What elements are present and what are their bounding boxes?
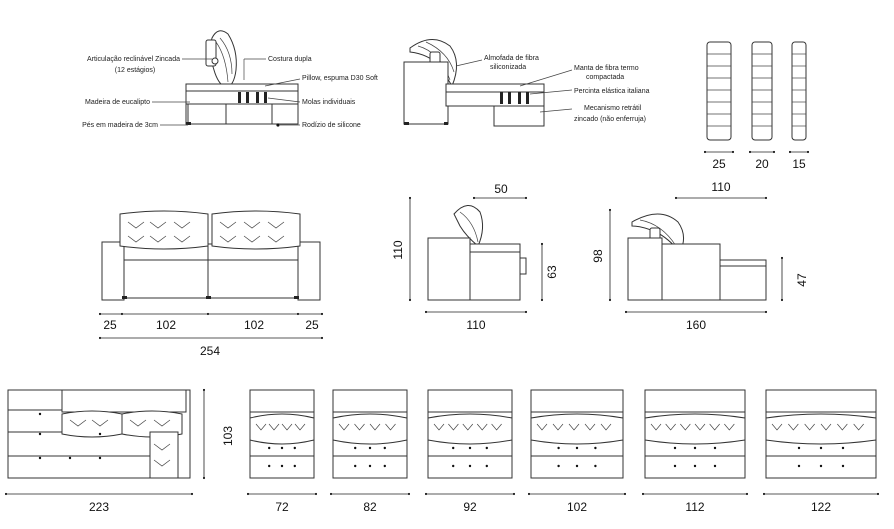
annotation-pillow: Pillow, espuma D30 Soft [302,75,378,82]
module-6: 122 [762,389,880,514]
annotation-manta: Manta de fibra termo [574,65,639,72]
front-total: 254 [200,344,220,358]
module-row: 72 82 92 102 112 122 [246,389,880,514]
cushion-profiles: 25 20 15 [703,41,810,171]
ext-depth: 160 [686,318,706,332]
annotation-pes: Pés em madeira de 3cm [82,122,158,129]
front-seg-3: 102 [244,318,264,332]
side-view: 110 50 63 110 [391,182,559,332]
top-depth: 103 [221,426,235,446]
annotation-percinta: Percinta elástica italiana [574,88,650,95]
module-width-2: 82 [363,500,377,514]
module-5: 112 [641,389,749,514]
top-width: 223 [89,500,109,514]
module-3: 92 [424,389,516,514]
annotated-section-view: Articulação reclinável Zincada (12 estág… [82,30,378,129]
ext-seat: 47 [795,273,809,287]
side-seat-height: 63 [545,265,559,279]
module-4: 102 [527,389,627,514]
front-seg-4: 25 [305,318,319,332]
reclined-section-view: Almofada de fibra siliconizada Manta de … [403,39,650,127]
top-view: 103 223 [4,388,235,514]
module-width-5: 112 [685,500,704,514]
ext-height: 98 [591,249,605,263]
annotation-estagios: (12 estágios) [115,67,155,74]
annotation-almofada: Almofada de fibra [484,55,539,62]
side-depth: 110 [466,318,485,332]
annotation-mecanismo: Mecanismo retrátil [584,105,642,112]
annotation-compactada: compactada [586,74,624,81]
annotation-costura: Costura dupla [268,56,312,63]
front-seg-1: 25 [103,318,117,332]
annotation-molas: Molas individuais [302,99,356,106]
module-width-4: 102 [567,500,587,514]
module-width-1: 72 [275,500,289,514]
cushion-width-1: 25 [712,157,726,171]
annotation-rodizio: Rodízio de silicone [302,122,361,129]
side-height: 110 [391,240,405,259]
module-width-6: 122 [811,500,831,514]
module-1: 72 [246,389,318,514]
cushion-width-3: 15 [792,157,806,171]
annotation-zincado: zincado (não enferruja) [574,116,646,123]
side-recline: 50 [494,182,508,196]
annotation-articulacao: Articulação reclinável Zincada [87,56,180,63]
ext-top: 110 [711,180,730,194]
cushion-width-2: 20 [755,157,769,171]
module-width-3: 92 [463,500,477,514]
annotation-madeira: Madeira de eucalipto [85,99,150,106]
extended-side-view: 98 110 47 160 [591,180,809,332]
front-view: 25 102 102 25 254 [98,210,324,358]
module-2: 82 [329,389,411,514]
annotation-siliconizada: siliconizada [490,64,526,71]
front-seg-2: 102 [156,318,176,332]
